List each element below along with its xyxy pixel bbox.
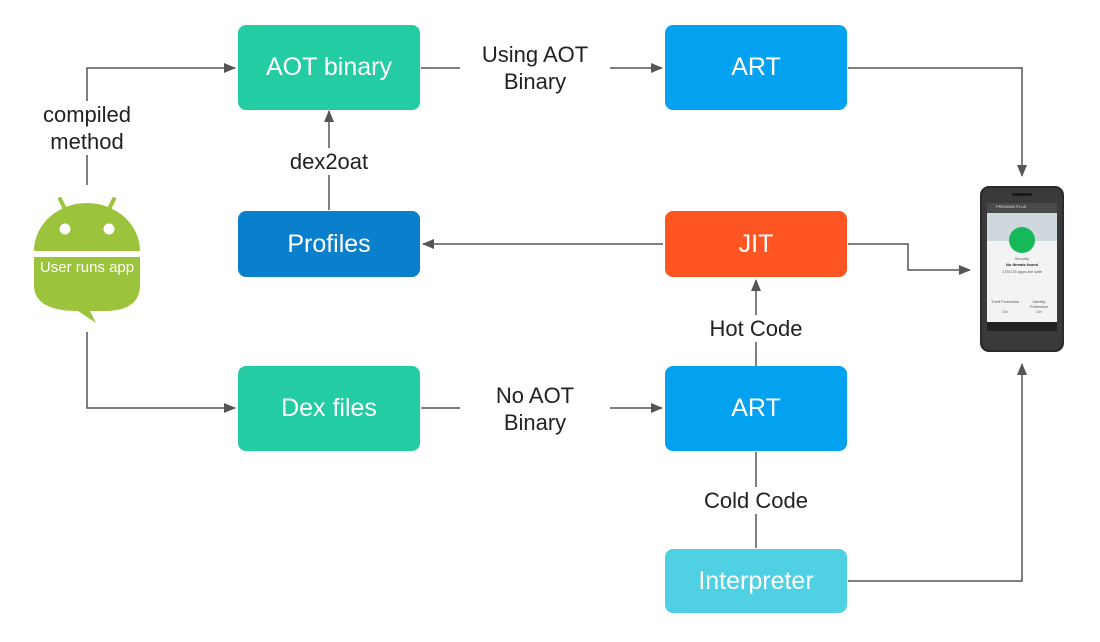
art-bottom-box: ART bbox=[665, 366, 847, 451]
dex-files-box: Dex files bbox=[238, 366, 420, 451]
phone-status-text: Security bbox=[1014, 256, 1030, 261]
aot-binary-box: AOT binary bbox=[238, 25, 420, 110]
art-bottom-label: ART bbox=[731, 394, 781, 422]
jit-box: JIT bbox=[665, 211, 847, 277]
cold-code-label: Cold Code bbox=[691, 487, 821, 514]
compiled-method-label: compiled method bbox=[20, 101, 154, 155]
arrow-jit-to-phone bbox=[848, 243, 971, 275]
phone-nav-bar bbox=[987, 322, 1057, 331]
compiled-method-line-2: method bbox=[50, 129, 124, 154]
jit-label: JIT bbox=[738, 229, 774, 258]
phone-left-item: Theft Protection bbox=[990, 299, 1020, 304]
phone-right-item: Identity Protection bbox=[1029, 299, 1048, 309]
aot-binary-label: AOT binary bbox=[266, 53, 392, 81]
phone-headline: No threats found bbox=[1006, 262, 1038, 267]
arrow-robot-to-dex bbox=[86, 332, 236, 413]
using-aot-binary-line-2: Binary bbox=[503, 69, 567, 94]
profiles-label: Profiles bbox=[287, 229, 371, 258]
dex2oat-label: dex2oat bbox=[274, 148, 384, 175]
no-aot-binary-line-1: No AOT bbox=[495, 383, 575, 408]
profiles-box: Profiles bbox=[238, 211, 420, 277]
user-runs-app-label: User runs app bbox=[39, 259, 135, 276]
hot-code-label: Hot Code bbox=[691, 315, 821, 342]
dex-files-label: Dex files bbox=[281, 394, 377, 422]
no-aot-binary-line-2: Binary bbox=[503, 410, 567, 435]
interpreter-box: Interpreter bbox=[665, 549, 847, 613]
phone-app-bar: PREMIUM PLUS bbox=[987, 203, 1057, 213]
dex2oat-text: dex2oat bbox=[289, 149, 369, 174]
compiled-method-line-1: compiled bbox=[42, 102, 132, 127]
art-top-box: ART bbox=[665, 25, 847, 110]
hot-code-text: Hot Code bbox=[709, 316, 803, 341]
phone-screen: PREMIUM PLUS Security No threats found 1… bbox=[987, 203, 1057, 331]
phone-app-title: PREMIUM PLUS bbox=[996, 204, 1027, 209]
phone-left-state: On bbox=[1002, 309, 1008, 314]
security-shield-icon bbox=[1009, 227, 1035, 253]
no-aot-binary-label: No AOT Binary bbox=[460, 382, 610, 436]
using-aot-binary-line-1: Using AOT bbox=[481, 42, 589, 67]
arrow-interpreter-to-phone bbox=[848, 363, 1027, 582]
phone-detail: 175/175 apps are safe bbox=[1002, 269, 1042, 274]
using-aot-binary-label: Using AOT Binary bbox=[460, 41, 610, 95]
android-robot-icon bbox=[34, 197, 140, 323]
phone-right-state: On bbox=[1036, 309, 1042, 314]
arrow-art-top-to-phone bbox=[848, 67, 1027, 177]
art-top-label: ART bbox=[731, 53, 781, 81]
cold-code-text: Cold Code bbox=[704, 488, 808, 513]
interpreter-label: Interpreter bbox=[698, 566, 814, 595]
